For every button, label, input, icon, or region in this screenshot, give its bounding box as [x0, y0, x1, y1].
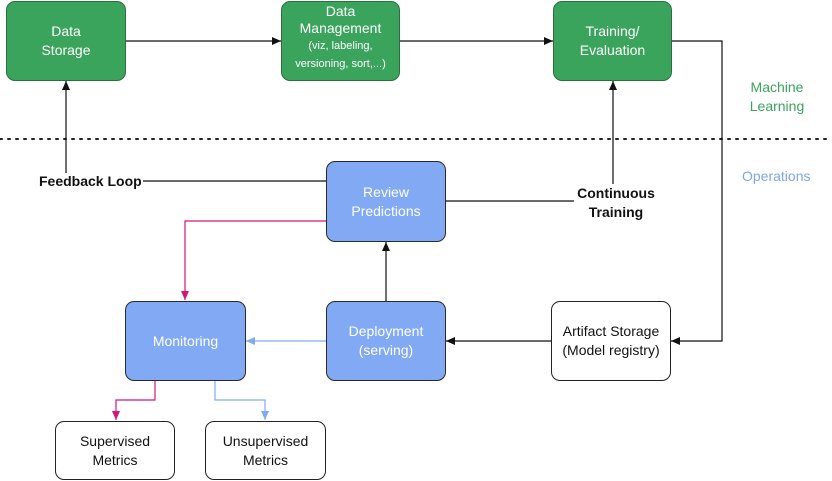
data-storage-line2: Storage [41, 42, 91, 58]
artifact-line1: Artifact Storage [562, 323, 660, 339]
supervised-line2: Metrics [92, 451, 138, 468]
arrow-training-to-artifact [671, 40, 723, 345]
training-line1: Training/ [585, 23, 640, 39]
data-management-line2: Management [299, 20, 382, 36]
arrow-review-to-monitoring [181, 220, 326, 300]
machine-learning-section-label: Machine Learning [738, 78, 816, 116]
deployment-node[interactable]: Deployment (serving) [326, 301, 446, 381]
training-evaluation-node[interactable]: Training/ Evaluation [553, 1, 672, 81]
continuous-line2: Training [588, 204, 644, 220]
supervised-line1: Supervised [79, 432, 151, 449]
artifact-line2: (Model registry) [562, 342, 660, 358]
continuous-training-label: Continuous Training [574, 184, 658, 222]
arrow-continuous-training [446, 81, 617, 202]
data-management-line4: versioning, sort,...) [295, 58, 386, 70]
unsupervised-metrics-node[interactable]: Unsupervised Metrics [205, 421, 326, 480]
ml-line1: Machine [750, 79, 804, 95]
data-storage-line1: Data [51, 23, 81, 39]
review-line1: Review [363, 183, 409, 200]
data-management-line3: (viz, labeling, [308, 40, 373, 52]
arrow-feedback-loop [62, 81, 326, 182]
continuous-line1: Continuous [577, 185, 655, 201]
data-management-line1: Data [325, 3, 356, 19]
feedback-loop-label: Feedback Loop [38, 173, 143, 189]
artifact-storage-node[interactable]: Artifact Storage (Model registry) [551, 301, 671, 381]
review-predictions-node[interactable]: Review Predictions [326, 161, 446, 242]
arrow-monitoring-to-unsupervised [214, 381, 269, 420]
deployment-line2: (serving) [358, 342, 414, 358]
supervised-metrics-node[interactable]: Supervised Metrics [55, 421, 175, 480]
operations-section-label: Operations [742, 168, 811, 184]
unsupervised-line2: Metrics [242, 451, 289, 468]
monitoring-line1: Monitoring [152, 332, 219, 349]
arrow-monitoring-to-supervised [112, 381, 156, 420]
review-line2: Predictions [351, 202, 421, 219]
ml-line2: Learning [749, 98, 805, 114]
training-line2: Evaluation [579, 42, 646, 58]
data-management-node[interactable]: Data Management (viz, labeling, versioni… [281, 1, 400, 81]
deployment-line1: Deployment [348, 323, 424, 339]
monitoring-node[interactable]: Monitoring [125, 301, 246, 381]
unsupervised-line1: Unsupervised [222, 432, 309, 449]
data-storage-node[interactable]: Data Storage [6, 1, 126, 81]
